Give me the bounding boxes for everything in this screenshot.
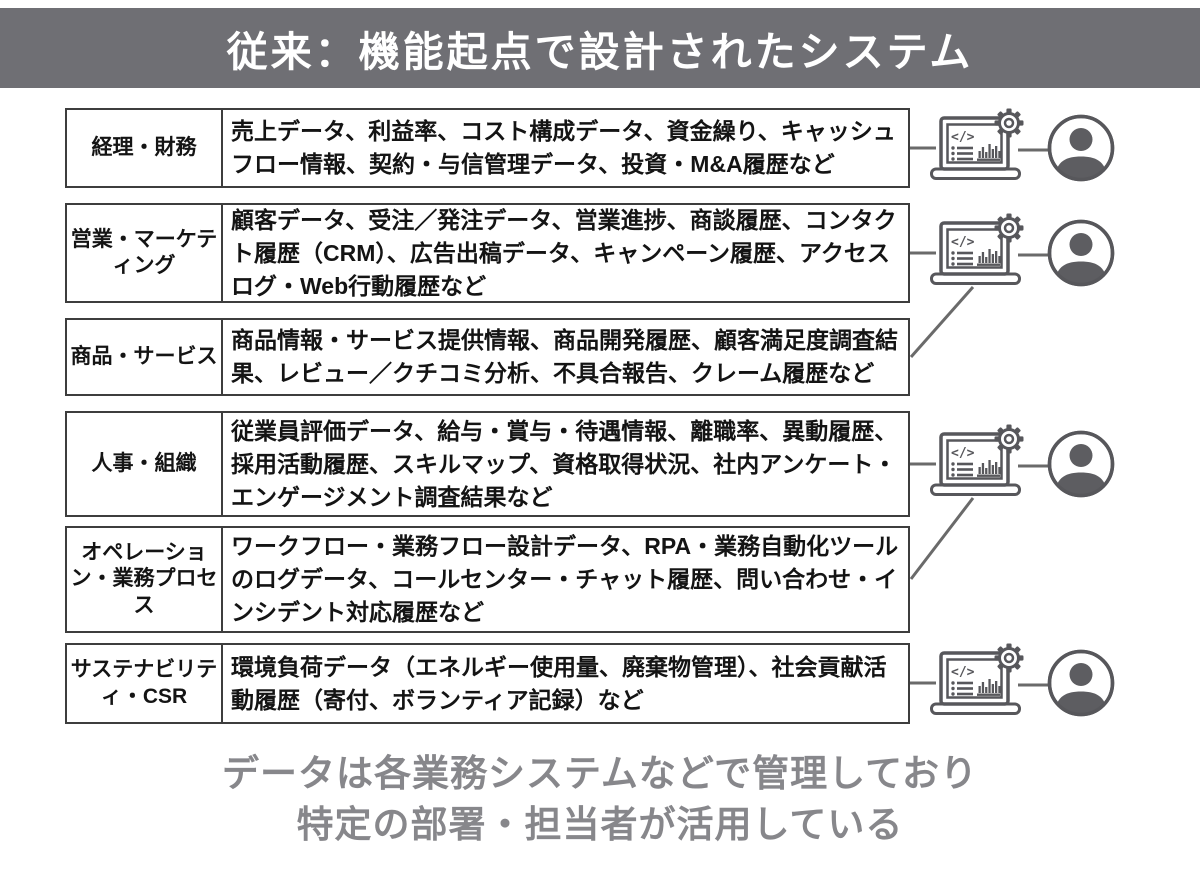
laptop-code-gear-icon [930, 108, 1026, 188]
row-label: 経理・財務 [65, 108, 223, 188]
footer-line1: データは各業務システムなどで管理しており [222, 753, 978, 794]
system-icon-group [930, 211, 1126, 295]
footer-caption: データは各業務システムなどで管理しており 特定の部署・担当者が活用している [0, 748, 1200, 850]
laptop-code-gear-icon [930, 424, 1026, 504]
person-avatar-icon [1046, 429, 1116, 499]
row-content: ワークフロー・業務フロー設計データ、RPA・業務自動化ツールのログデータ、コール… [223, 526, 910, 633]
page-title: 従来：機能起点で設計されたシステム [226, 29, 974, 75]
row-label: 商品・サービス [65, 318, 223, 396]
system-icon-group [930, 106, 1126, 190]
row-label: 人事・組織 [65, 411, 223, 517]
table-row: 人事・組織 従業員評価データ、給与・賞与・待遇情報、離職率、異動履歴、採用活動履… [65, 411, 910, 517]
person-avatar-icon [1046, 113, 1116, 183]
row-label: 営業・マーケティング [65, 203, 223, 303]
row-content: 売上データ、利益率、コスト構成データ、資金繰り、キャッシュフロー情報、契約・与信… [223, 108, 910, 188]
table-row: サステナビリティ・CSR 環境負荷データ（エネルギー使用量、廃棄物管理）、社会貢… [65, 643, 910, 724]
row-label: オペレーション・業務プロセス [65, 526, 223, 633]
table-row: 営業・マーケティング 顧客データ、受注／発注データ、営業進捗、商談履歴、コンタク… [65, 203, 910, 303]
person-avatar-icon [1046, 218, 1116, 288]
connector-row3-system-diagonal [909, 286, 975, 358]
person-avatar-icon [1046, 648, 1116, 718]
table-row: 経理・財務 売上データ、利益率、コスト構成データ、資金繰り、キャッシュフロー情報… [65, 108, 910, 188]
row-content: 環境負荷データ（エネルギー使用量、廃棄物管理）、社会貢献活動履歴（寄付、ボランテ… [223, 643, 910, 724]
table-row: オペレーション・業務プロセス ワークフロー・業務フロー設計データ、RPA・業務自… [65, 526, 910, 633]
laptop-code-gear-icon [930, 643, 1026, 723]
table-row: 商品・サービス 商品情報・サービス提供情報、商品開発履歴、顧客満足度調査結果、レ… [65, 318, 910, 396]
connector-row5-system-diagonal [909, 497, 975, 580]
system-icon-group [930, 422, 1126, 506]
footer-line2: 特定の部署・担当者が活用している [296, 804, 904, 845]
laptop-code-gear-icon [930, 213, 1026, 293]
title-bar: 従来：機能起点で設計されたシステム [0, 8, 1200, 88]
row-content: 商品情報・サービス提供情報、商品開発履歴、顧客満足度調査結果、レビュー／クチコミ… [223, 318, 910, 396]
row-label: サステナビリティ・CSR [65, 643, 223, 724]
system-icon-group [930, 641, 1126, 725]
row-content: 顧客データ、受注／発注データ、営業進捗、商談履歴、コンタクト履歴（CRM）、広告… [223, 203, 910, 303]
row-content: 従業員評価データ、給与・賞与・待遇情報、離職率、異動履歴、採用活動履歴、スキルマ… [223, 411, 910, 517]
